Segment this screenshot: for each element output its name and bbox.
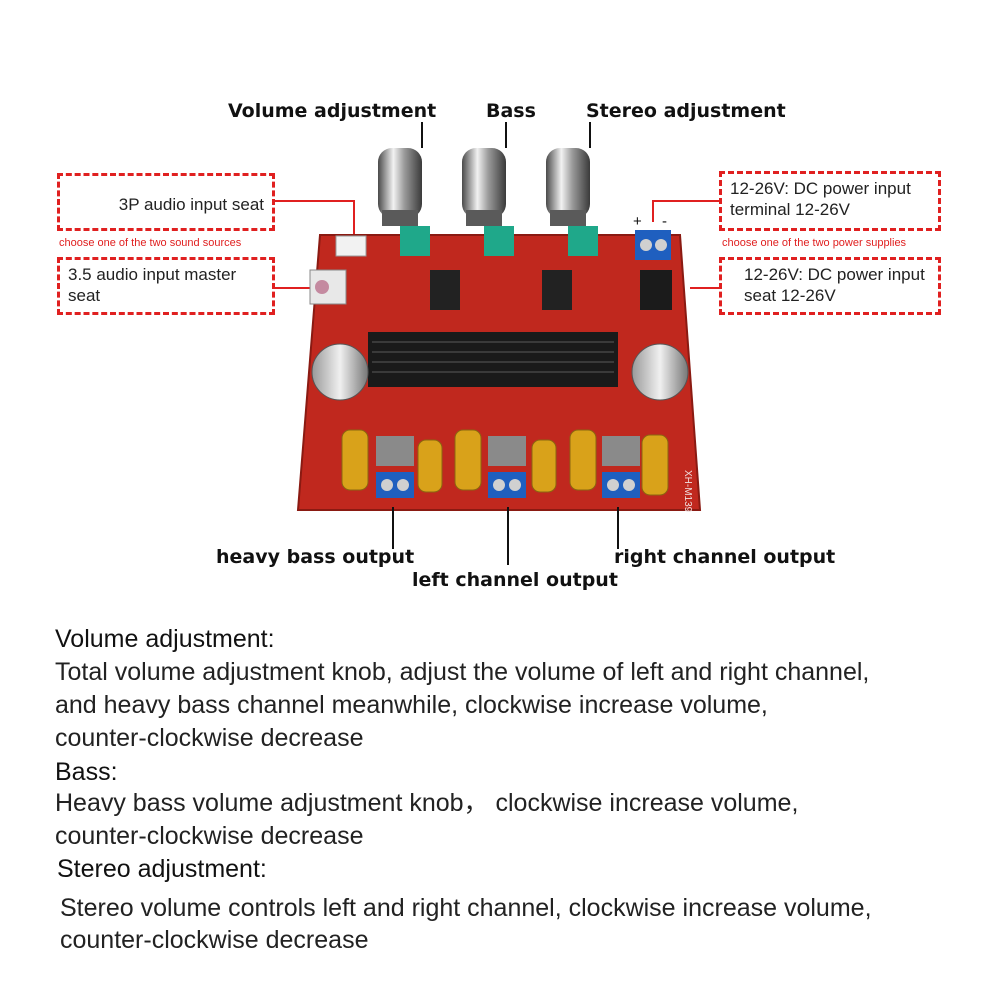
bass-description-line-1: Heavy bass volume adjustment knob， clock…: [55, 789, 799, 817]
heavy-bass-output-label: heavy bass output: [216, 546, 415, 568]
ic-chip-1: [430, 270, 460, 310]
ic-chip-2: [542, 270, 572, 310]
bass-label: Bass: [486, 100, 536, 122]
stereo-description-line-1: Stereo volume controls left and right ch…: [60, 894, 872, 922]
right-channel-leader-line: [617, 507, 619, 549]
audio-35-connector: [275, 287, 315, 289]
dc-seat: [640, 270, 672, 310]
plus-sign: +: [633, 213, 642, 230]
dc-terminal-connector-vertical: [652, 200, 654, 222]
dc-seat-connector: [690, 287, 719, 289]
bass-leader-line: [505, 122, 507, 148]
audio-35-text: 3.5 audio input master seat: [68, 265, 237, 305]
inductor-1: [341, 429, 369, 491]
volume-description-line-3: counter-clockwise decrease: [55, 724, 364, 752]
dc-terminal-text: 12-26V: DC power input terminal 12-26V: [730, 179, 911, 219]
stereo-leader-line: [589, 122, 591, 148]
inductor-4: [531, 439, 557, 493]
stereo-description-line-2: counter-clockwise decrease: [60, 926, 369, 954]
volume-knob: [378, 148, 430, 256]
output-terminal-bass: [376, 472, 414, 498]
inductor-6: [641, 434, 669, 496]
capacitor-right: [631, 343, 689, 401]
volume-description-line-2: and heavy bass channel meanwhile, clockw…: [55, 691, 768, 719]
inductor-3: [454, 429, 482, 491]
volume-leader-line: [421, 122, 423, 148]
bass-knob: [462, 148, 514, 256]
audio-3p-connector-vertical: [353, 200, 355, 234]
output-terminal-left: [488, 472, 526, 498]
dc-terminal-connector: [652, 200, 719, 202]
audio-3p-connector-part: [335, 235, 367, 257]
power-supplies-note: choose one of the two power supplies: [722, 237, 907, 249]
volume-description-line-1: Total volume adjustment knob, adjust the…: [55, 658, 870, 686]
sound-sources-note: choose one of the two sound sources: [59, 237, 242, 249]
stereo-knob: [546, 148, 598, 256]
dc-seat-box: 12-26V: DC power input seat 12-26V: [719, 257, 941, 315]
stereo-description-title: Stereo adjustment:: [57, 855, 267, 883]
left-channel-leader-line: [507, 507, 509, 565]
left-channel-output-label: left channel output: [412, 569, 618, 591]
inductor-2: [417, 439, 443, 493]
amplifier-board: XH-M139: [296, 148, 702, 513]
audio-3p-box: 3P audio input seat: [57, 173, 275, 231]
heatsink: [368, 332, 618, 387]
right-channel-output-label: right channel output: [614, 546, 836, 568]
dc-terminal-box: 12-26V: DC power input terminal 12-26V: [719, 171, 941, 231]
audio-3p-text: 3P audio input seat: [118, 195, 264, 214]
minus-sign: -: [662, 213, 667, 230]
board-model-text: XH-M139: [682, 470, 693, 513]
volume-adjustment-label: Volume adjustment: [228, 100, 437, 122]
inductor-5: [569, 429, 597, 491]
volume-description-title: Volume adjustment:: [55, 625, 275, 653]
dc-seat-text: 12-26V: DC power input seat 12-26V: [744, 265, 925, 305]
output-terminal-right: [602, 472, 640, 498]
capacitor-left: [311, 343, 369, 401]
stereo-adjustment-label: Stereo adjustment: [586, 100, 786, 122]
audio-35-box: 3.5 audio input master seat: [57, 257, 275, 315]
bass-description-title: Bass:: [55, 758, 118, 786]
bass-description-line-2: counter-clockwise decrease: [55, 822, 364, 850]
heavy-bass-leader-line: [392, 507, 394, 549]
audio-3p-connector: [275, 200, 355, 202]
